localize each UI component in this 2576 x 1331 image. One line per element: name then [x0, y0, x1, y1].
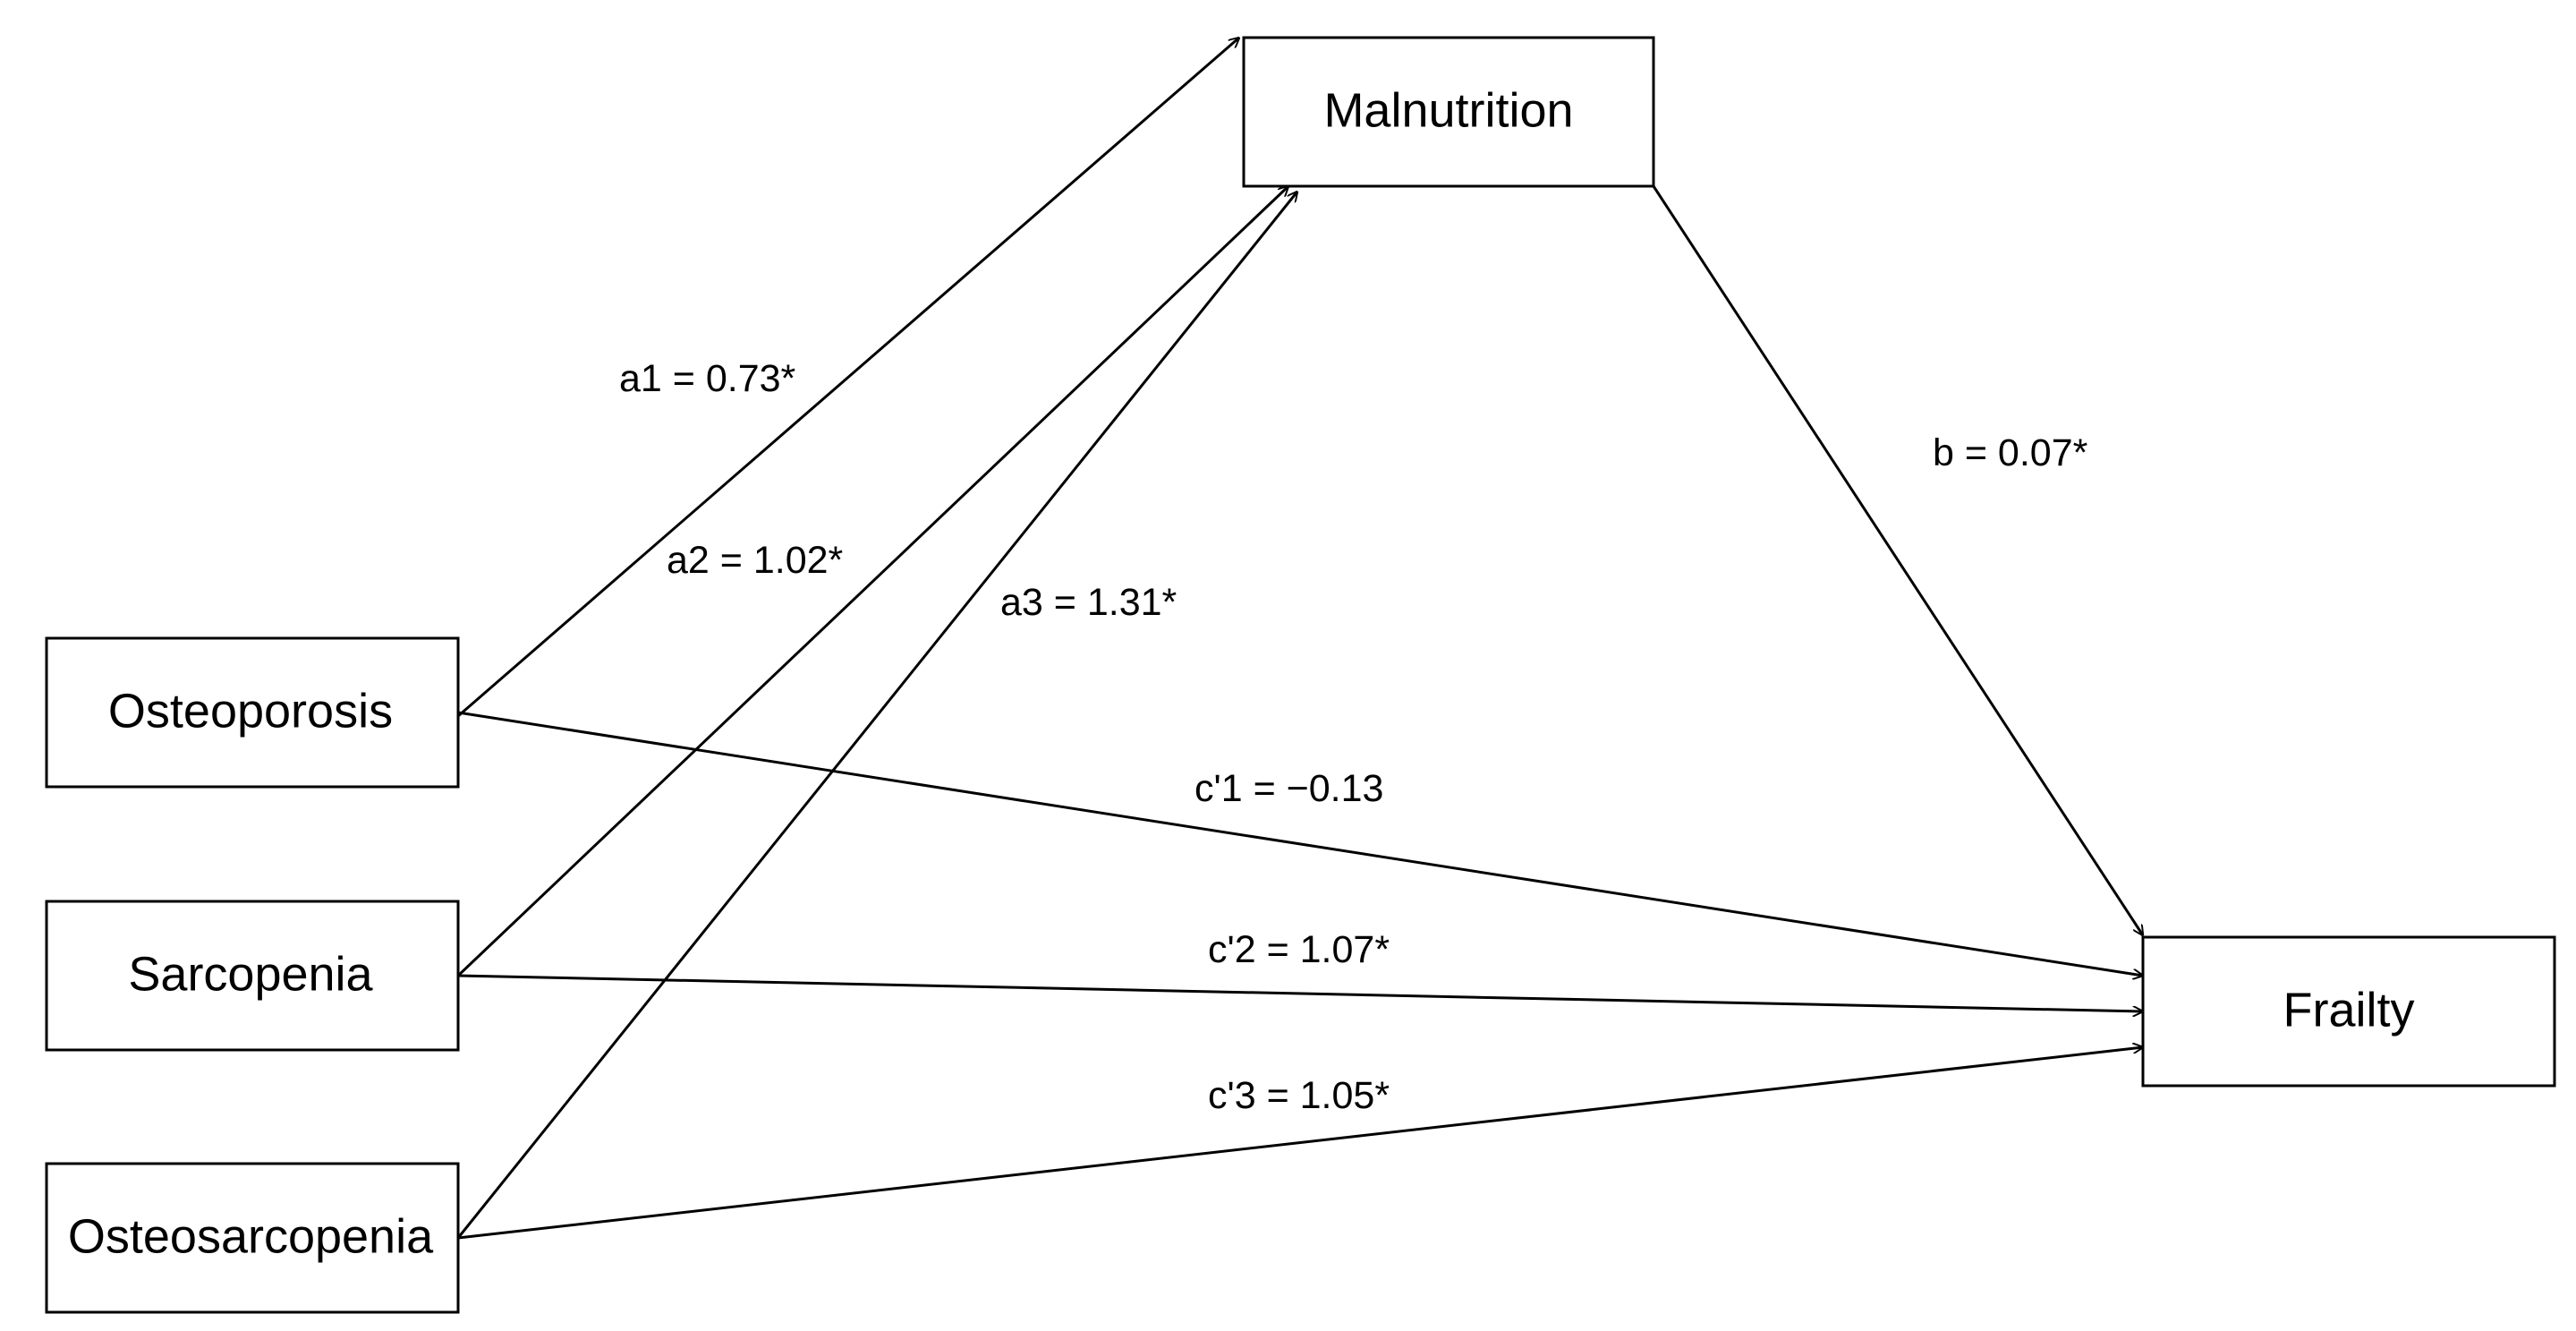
node-sarcopenia: Sarcopenia — [45, 900, 460, 1052]
node-osteosarcopenia: Osteosarcopenia — [45, 1162, 460, 1314]
edge-a2-sarcopenia-to-malnutrition — [456, 186, 1288, 977]
path-label-c2: c'2 = 1.07* — [1208, 928, 1390, 971]
edge-c3-osteosarcopenia-to-frailty — [457, 1047, 2143, 1240]
node-osteoporosis: Osteoporosis — [45, 636, 460, 789]
path-label-a2: a2 = 1.02* — [667, 539, 844, 582]
path-label-a1: a1 = 0.73* — [619, 357, 796, 400]
edge-b-malnutrition-to-frailty — [1652, 185, 2143, 935]
node-malnutrition-label: Malnutrition — [1323, 83, 1573, 137]
node-frailty: Frailty — [2141, 935, 2556, 1088]
edge-c2-sarcopenia-to-frailty — [457, 974, 2143, 1011]
path-label-c1: c'1 = −0.13 — [1194, 767, 1383, 810]
node-osteoporosis-label: Osteoporosis — [108, 684, 393, 738]
path-label-a3: a3 = 1.31* — [1000, 581, 1177, 624]
node-osteosarcopenia-label: Osteosarcopenia — [68, 1209, 434, 1263]
path-label-b: b = 0.07* — [1933, 431, 2088, 474]
path-label-c3: c'3 = 1.05* — [1208, 1074, 1390, 1117]
node-frailty-label: Frailty — [2283, 983, 2415, 1037]
node-malnutrition: Malnutrition — [1242, 36, 1655, 188]
node-sarcopenia-label: Sarcopenia — [128, 947, 373, 1001]
edge-a3-osteosarcopenia-to-malnutrition — [456, 192, 1297, 1239]
edge-a1-osteoporosis-to-malnutrition — [457, 38, 1239, 718]
edge-c1-osteoporosis-to-frailty — [457, 711, 2143, 976]
